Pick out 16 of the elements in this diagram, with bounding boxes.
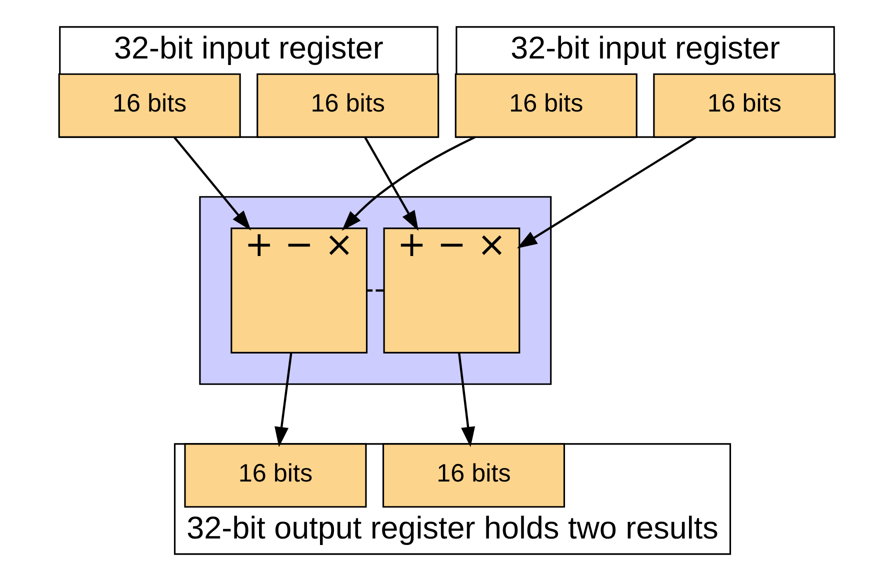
- node-box: 16 bits: [382, 443, 565, 508]
- arrow: [364, 136, 418, 231]
- arrow: [274, 352, 292, 448]
- arrow: [458, 352, 475, 448]
- cluster: [198, 196, 552, 385]
- arrow: [172, 136, 251, 231]
- arrow: [516, 136, 696, 248]
- connector: [366, 289, 384, 292]
- node-box: + − ×: [382, 228, 520, 354]
- node-box: 16 bits: [184, 443, 366, 508]
- node-box: 16 bits: [58, 73, 240, 138]
- arrow: [341, 136, 475, 231]
- node-box: + − ×: [230, 228, 368, 354]
- node-box: 16 bits: [454, 73, 637, 138]
- node-box: 16 bits: [652, 73, 836, 138]
- node-box: 16 bits: [256, 73, 439, 138]
